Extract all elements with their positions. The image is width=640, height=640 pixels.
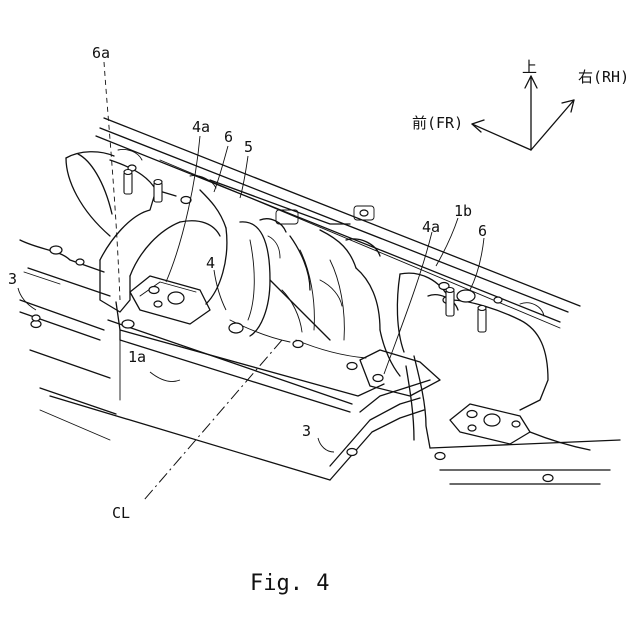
label-3-right: 3 (302, 422, 311, 440)
label-4: 4 (206, 254, 215, 272)
leader-4a-left (166, 136, 200, 282)
axis-label-front: 前(FR) (412, 114, 463, 132)
left-bracket (100, 149, 220, 312)
pin-left-1 (124, 170, 132, 195)
orientation-axes: 上 右(RH) 前(FR) (412, 58, 629, 150)
leader-3-left (18, 288, 36, 310)
leader-6-left (214, 146, 228, 192)
label-6-left: 6 (224, 128, 233, 146)
label-1b: 1b (454, 202, 472, 220)
right-axis-arrow (531, 100, 574, 150)
leader-3-right (318, 438, 334, 452)
leader-6a (104, 62, 120, 300)
pin-right-2 (478, 306, 486, 333)
centerline (144, 340, 282, 500)
label-cl: CL (112, 504, 130, 522)
label-3-left: 3 (8, 270, 17, 288)
pin-right-1 (446, 288, 454, 317)
figure-caption: Fig. 4 (250, 571, 329, 596)
label-5: 5 (244, 138, 253, 156)
front-axis-arrow (472, 124, 531, 150)
label-6-right: 6 (478, 222, 487, 240)
label-4a-left: 4a (192, 118, 210, 136)
left-side-structure (20, 152, 116, 414)
label-1a: 1a (128, 348, 146, 366)
leader-1a (150, 372, 180, 382)
label-4a-right: 4a (422, 218, 440, 236)
axis-label-right: 右(RH) (578, 68, 629, 86)
leader-5 (240, 156, 248, 198)
floor-panel (40, 340, 120, 440)
left-mount-pad (130, 276, 357, 370)
label-6a: 6a (92, 44, 110, 62)
lower-right-structure (430, 404, 620, 484)
axis-label-up: 上 (522, 58, 537, 76)
pin-left-2 (154, 180, 162, 203)
